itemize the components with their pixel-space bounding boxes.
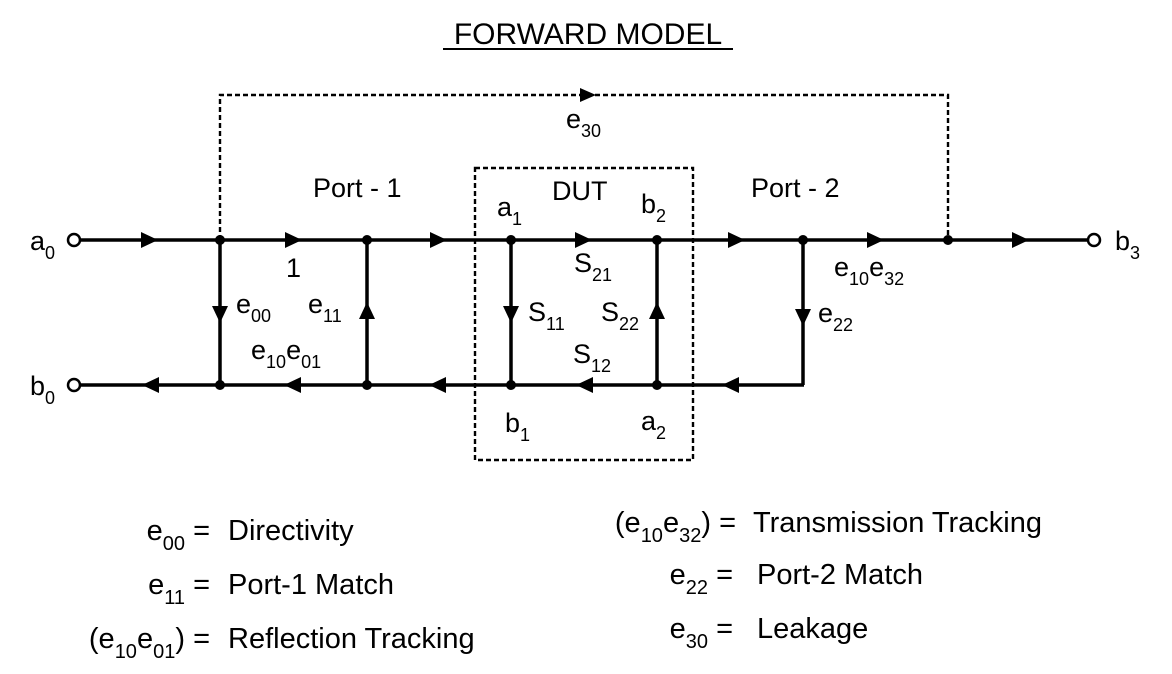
- legend-description: Port-1 Match: [228, 569, 394, 601]
- term-e11: e11: [308, 289, 342, 326]
- junction-dot: [506, 235, 516, 245]
- term-e10e01: e10e01: [251, 335, 321, 372]
- legend-term: (e10e01) =: [89, 623, 210, 663]
- term-s22: S22: [601, 297, 639, 334]
- port-terminal-a0: [66, 232, 82, 248]
- junction-dot: [215, 235, 225, 245]
- term-s12: S12: [573, 339, 611, 376]
- legend-description: Directivity: [228, 515, 354, 547]
- top-arrow: [285, 232, 302, 248]
- junction-dot: [798, 235, 808, 245]
- path-label-1: 1: [286, 253, 301, 283]
- node-a1: a1: [497, 192, 522, 229]
- dut-label: DUT: [552, 176, 608, 206]
- junction-dot: [362, 380, 372, 390]
- top-arrow: [1012, 232, 1029, 248]
- s11-arrow: [503, 306, 519, 323]
- e00-arrow: [212, 306, 228, 323]
- e22-arrow: [795, 309, 811, 326]
- diagram-title: FORWARD MODEL: [454, 18, 722, 51]
- term-e00: e00: [236, 289, 271, 326]
- bottom-arrow: [722, 377, 739, 393]
- s22-arrow: [649, 302, 665, 319]
- legend-term: e22 =: [670, 559, 733, 599]
- term-e22: e22: [818, 298, 853, 335]
- node-b3: b3: [1115, 226, 1140, 263]
- port-terminal-b3: [1086, 232, 1102, 248]
- junction-dot: [943, 235, 953, 245]
- term-s11: S11: [528, 297, 565, 334]
- port2-label: Port - 2: [751, 173, 840, 203]
- legend-term: (e10e32) =: [615, 507, 736, 547]
- leakage-arrow: [580, 88, 596, 102]
- term-s21: S21: [574, 248, 612, 285]
- legend-description: Port-2 Match: [757, 559, 923, 591]
- top-arrow: [575, 232, 592, 248]
- node-b2: b2: [641, 189, 666, 226]
- legend-term: e00 =: [147, 515, 210, 555]
- node-b1: b1: [505, 408, 530, 445]
- junction-dot: [652, 235, 662, 245]
- junction-dot: [506, 380, 516, 390]
- bottom-arrow: [429, 377, 446, 393]
- port1-label: Port - 1: [313, 173, 402, 203]
- legend-term: e30 =: [670, 613, 733, 653]
- term-e10e32: e10e32: [834, 252, 904, 289]
- node-a2: a2: [641, 406, 666, 443]
- junction-dot: [652, 380, 662, 390]
- dut-box: [473, 166, 695, 462]
- legend-description: Leakage: [757, 613, 868, 645]
- top-arrow: [430, 232, 447, 248]
- node-a0: a0: [30, 226, 55, 263]
- legend-left: e00 = Directivity e11 = Port-1 Match (e1…: [89, 515, 475, 663]
- e11-arrow: [359, 302, 375, 319]
- junction-dot: [362, 235, 372, 245]
- legend-description: Reflection Tracking: [228, 623, 475, 655]
- term-e30: e30: [566, 104, 601, 141]
- legend-term: e11 =: [148, 569, 210, 609]
- top-arrow: [867, 232, 884, 248]
- top-arrow: [728, 232, 745, 248]
- junction-dot: [215, 380, 225, 390]
- bottom-arrow: [284, 377, 301, 393]
- bottom-arrow: [142, 377, 159, 393]
- top-arrow: [141, 232, 158, 248]
- port-terminal-b0: [66, 377, 82, 393]
- legend-right: (e10e32) = Transmission Tracking e22 = P…: [615, 507, 1042, 653]
- node-b0: b0: [30, 371, 55, 408]
- bottom-arrow: [576, 377, 593, 393]
- legend-description: Transmission Tracking: [753, 507, 1042, 539]
